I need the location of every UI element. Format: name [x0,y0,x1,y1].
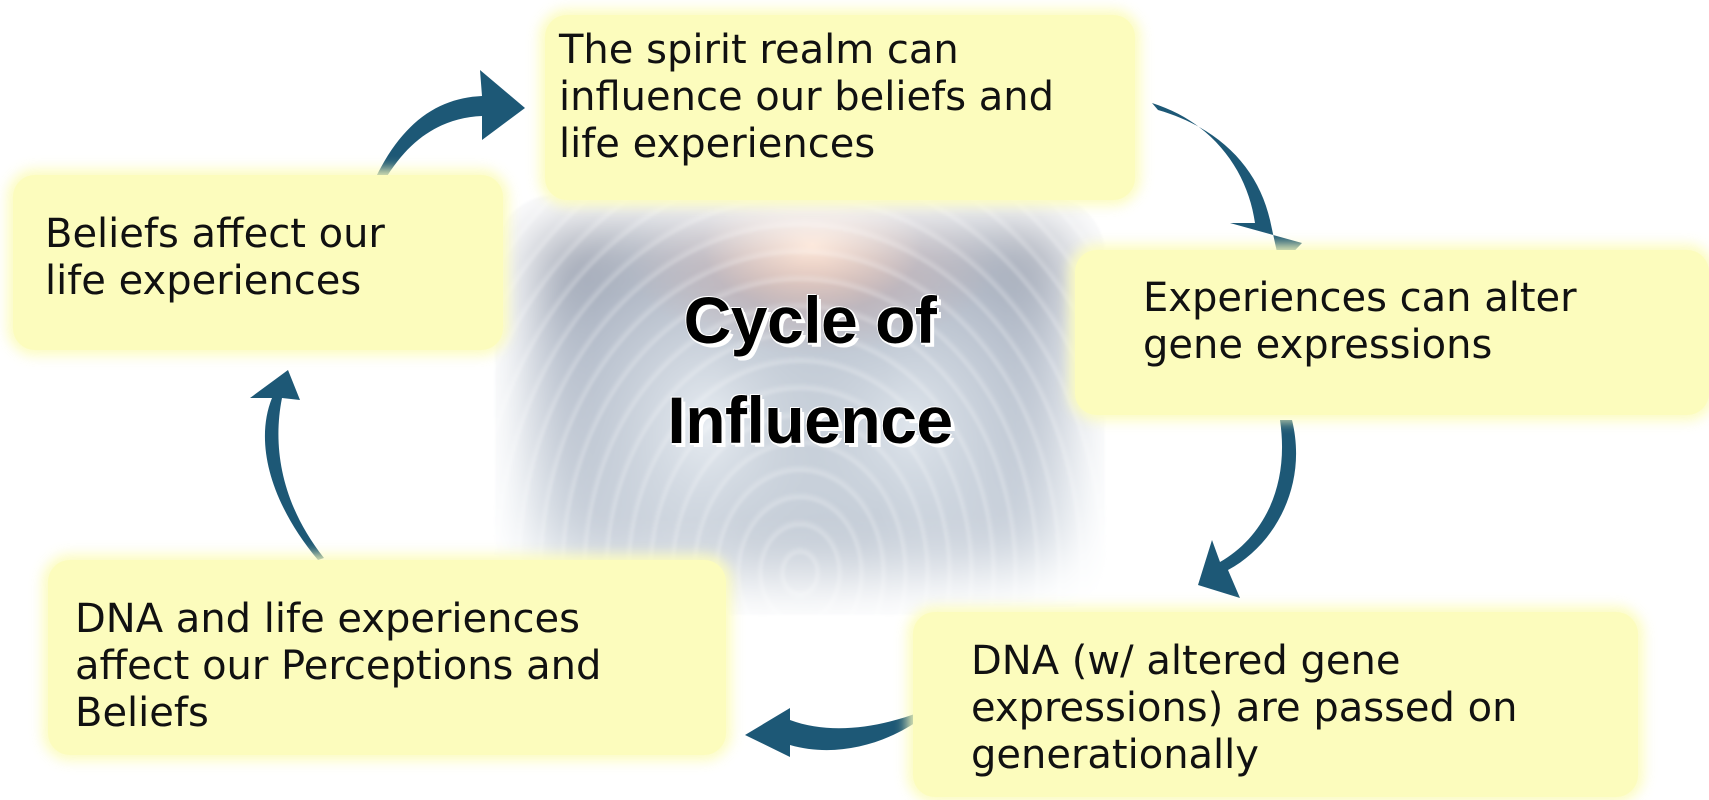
diagram-title: Cycle of Influence [667,283,953,457]
node-experiences-label: Experiences can alter gene expressions [1143,275,1577,368]
arrow-dna-passed-to-dna-beliefs [745,708,922,757]
arrow-beliefs-to-spirit [370,70,525,192]
node-dna-passed: DNA (w/ altered gene expressions) are pa… [913,612,1638,797]
node-beliefs: Beliefs affect our life experiences [13,175,503,350]
node-spirit-realm: The spirit realm can influence our belie… [545,15,1135,200]
node-spirit-realm-label: The spirit realm can influence our belie… [559,27,1054,167]
arrow-spirit-to-experiences [1152,103,1302,266]
node-beliefs-label: Beliefs affect our life experiences [45,211,385,304]
node-experiences: Experiences can alter gene expressions [1075,250,1709,415]
spirit-glow-image [495,195,1105,615]
node-dna-beliefs-label: DNA and life experiences affect our Perc… [75,596,602,736]
arrow-dna-beliefs-to-beliefs [250,370,324,560]
node-dna-passed-label: DNA (w/ altered gene expressions) are pa… [971,638,1518,778]
arrow-experiences-to-dna-passed [1198,420,1297,598]
node-dna-beliefs: DNA and life experiences affect our Perc… [48,560,726,755]
